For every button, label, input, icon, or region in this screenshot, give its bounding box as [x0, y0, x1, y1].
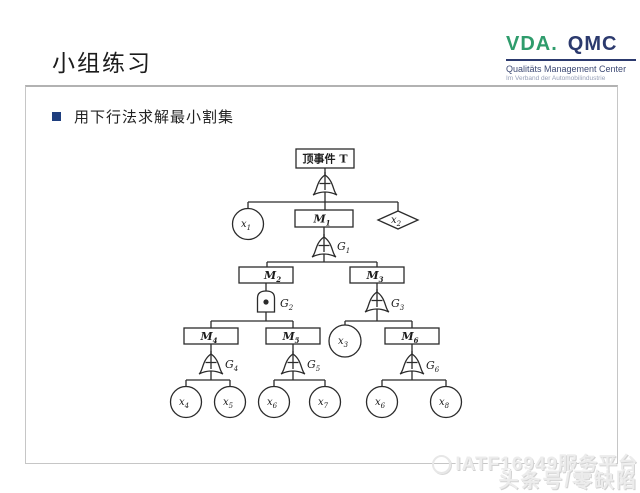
gate-g6-or	[399, 350, 425, 375]
gate-g2-and	[256, 290, 276, 313]
label-g5: G5	[307, 358, 321, 373]
tree-connectors	[185, 168, 447, 387]
svg-text:x6: x6	[375, 397, 386, 410]
bullet-item: 用下行法求解最小割集	[52, 106, 234, 127]
logo-divider	[506, 59, 636, 61]
node-x1: x1	[231, 207, 265, 241]
node-x7: x7	[308, 385, 342, 419]
svg-text:x2: x2	[391, 215, 402, 228]
node-m1: M1	[294, 209, 354, 228]
logo-wordmark: VDA. QMC	[506, 33, 636, 56]
watermark: IATF16949服务平台 头条号/零缺陷	[432, 455, 638, 491]
label-g1: G1	[337, 240, 350, 255]
gate-g4-or	[198, 350, 224, 375]
watermark-face-icon	[432, 455, 452, 474]
gate-g1-or	[311, 233, 337, 258]
svg-text:x5: x5	[223, 397, 234, 410]
gate-g5-or	[280, 350, 306, 375]
page-title: 小组练习	[52, 50, 152, 76]
label-g4: G4	[225, 358, 238, 373]
svg-text:x1: x1	[241, 219, 251, 232]
svg-text:x3: x3	[338, 336, 349, 349]
label-g3: G3	[391, 297, 405, 312]
node-x4: x4	[169, 385, 203, 419]
vda-logo-text: VDA.	[506, 33, 558, 55]
bullet-square-icon	[52, 112, 61, 121]
svg-text:M2: M2	[263, 269, 281, 284]
label-g2: G2	[280, 297, 294, 312]
svg-text:x4: x4	[179, 397, 189, 410]
node-x6a: x6	[257, 385, 291, 419]
logo-subtitle-2: Im Verband der Automobilindustrie	[506, 75, 606, 82]
node-m4: M4	[183, 327, 239, 345]
svg-text:M3: M3	[365, 269, 383, 284]
svg-text:M6: M6	[400, 330, 418, 345]
node-m6: M6	[384, 327, 440, 345]
watermark-line-1: IATF16949服务平台	[432, 455, 638, 474]
node-m2: M2	[238, 266, 294, 284]
bullet-text: 用下行法求解最小割集	[74, 109, 235, 126]
node-x8: x8	[429, 385, 463, 419]
svg-text:x8: x8	[439, 397, 450, 410]
gate-top-or	[312, 171, 338, 196]
qmc-logo-text: QMC	[567, 33, 618, 55]
svg-text:顶事件 T: 顶事件 T	[302, 152, 348, 166]
node-m3: M3	[349, 266, 405, 284]
node-x2-diamond: x2	[376, 210, 420, 230]
node-x6b: x6	[365, 385, 399, 419]
node-x5: x5	[213, 385, 247, 419]
vda-qmc-logo: VDA. QMC Qualitäts Management Center Im …	[506, 33, 636, 82]
gate-g3-or	[364, 288, 390, 313]
svg-text:M5: M5	[281, 330, 299, 345]
watermark-text-2: 头条号/零缺陷	[498, 470, 638, 492]
svg-text:M4: M4	[199, 330, 217, 345]
label-g6: G6	[426, 359, 440, 374]
svg-text:M1: M1	[312, 213, 330, 228]
svg-text:x6: x6	[267, 397, 278, 410]
watermark-text-1: IATF16949服务平台	[455, 454, 638, 475]
node-top-event: 顶事件 T	[295, 148, 355, 169]
node-x3: x3	[328, 324, 362, 358]
node-m5: M5	[265, 327, 321, 345]
logo-subtitle-1: Qualitäts Management Center	[506, 64, 627, 74]
svg-text:x7: x7	[318, 397, 329, 410]
